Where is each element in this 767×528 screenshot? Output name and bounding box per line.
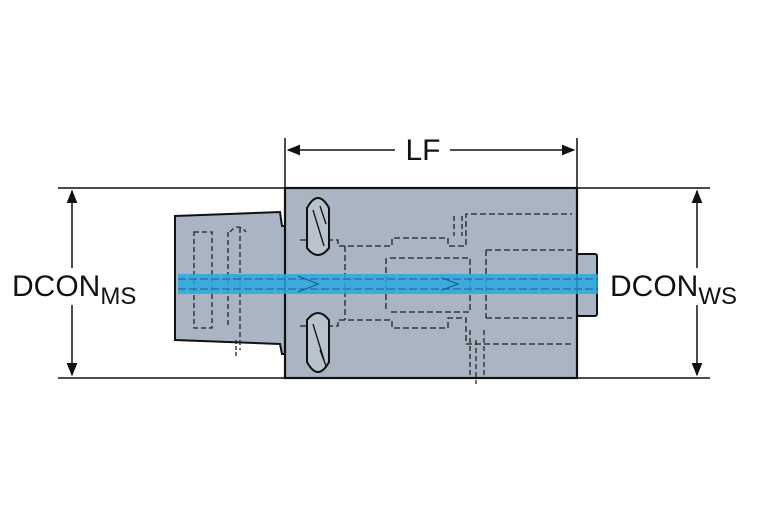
dcon-ms-label-sub: MS: [100, 283, 136, 310]
internal-cavity-lower-hidden: [300, 317, 572, 345]
dcon-ws-label: DCONWS: [610, 270, 737, 310]
lf-label: LF: [405, 134, 440, 167]
lower-clamp-screw-icon: [306, 312, 330, 373]
coolant-channel: [178, 274, 598, 294]
dcon-ws-label-main: DCON: [610, 270, 698, 303]
dcon-ms-label-main: DCON: [12, 270, 100, 303]
coolant-diffuser: [297, 275, 460, 293]
dcon-ws-label-sub: WS: [698, 283, 737, 310]
dcon-ms-label: DCONMS: [12, 270, 136, 310]
side-port-hidden: [453, 216, 485, 384]
upper-clamp-screw-icon: [306, 197, 330, 256]
internal-cavity-hidden: [300, 213, 572, 247]
